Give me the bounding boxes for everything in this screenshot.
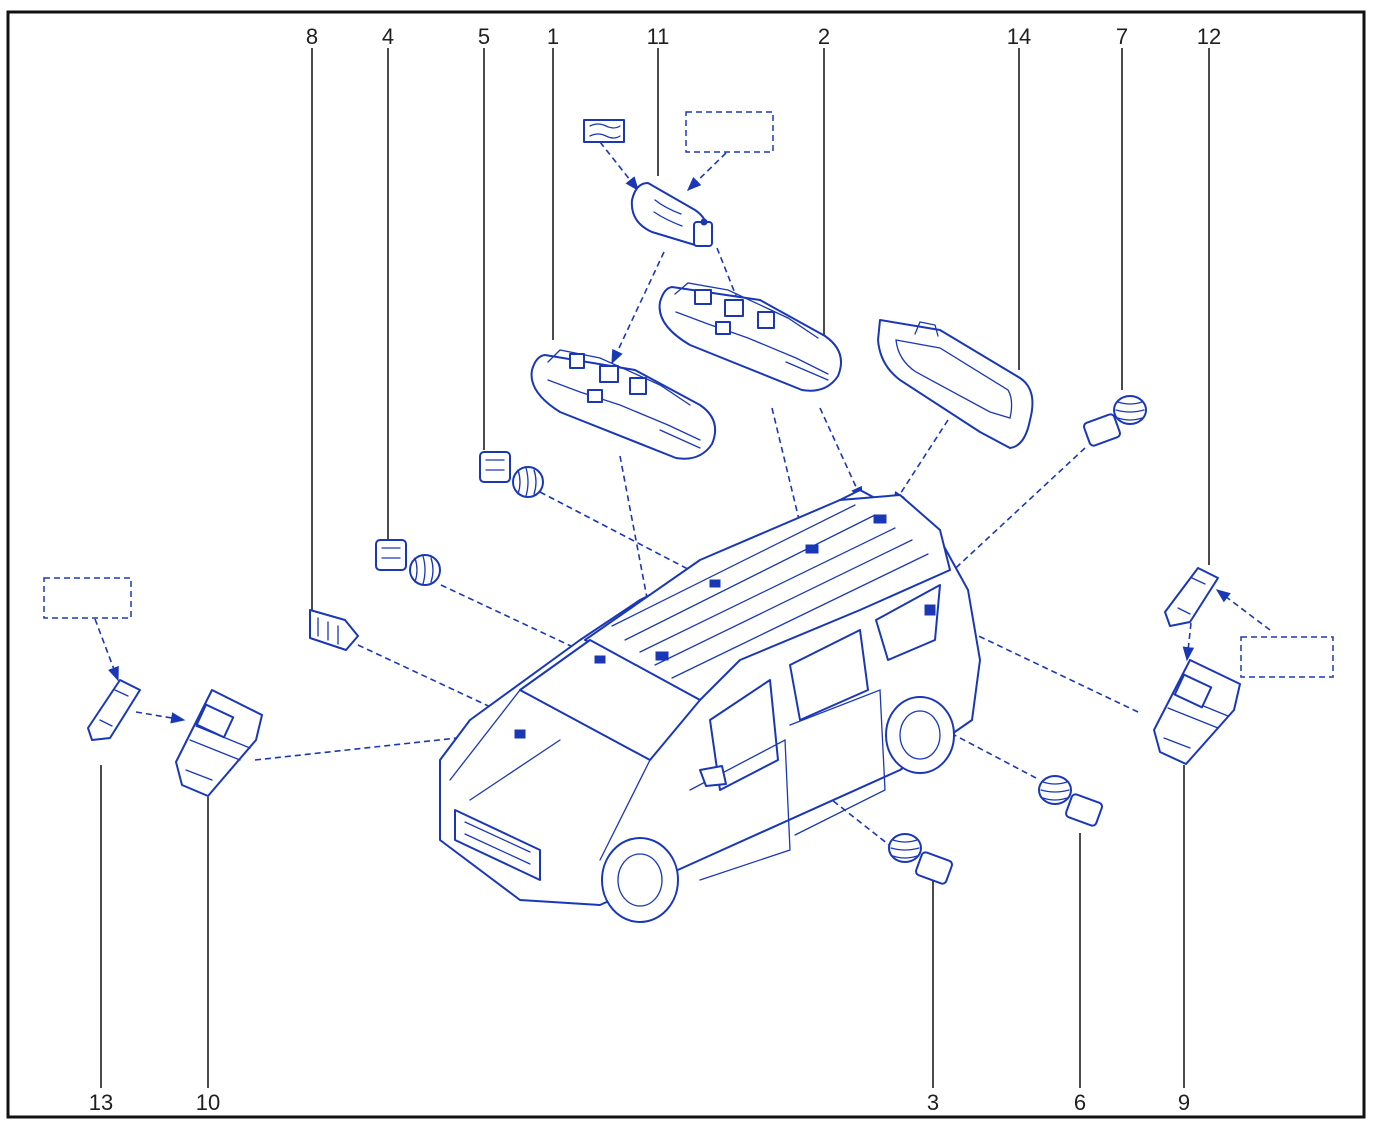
reference-box-bulb-12 xyxy=(1240,636,1334,678)
leader-lines xyxy=(100,48,1210,1088)
lamp-bezel-part-14 xyxy=(877,319,1034,449)
light-housing-part-9 xyxy=(1153,659,1241,765)
fitting-point-roof-mid xyxy=(805,544,819,554)
callout-label-5: 5 xyxy=(478,24,490,49)
bulb-socket-part-4 xyxy=(375,539,441,586)
fitting-point-roof-rear xyxy=(873,514,887,524)
callout-label-7: 7 xyxy=(1116,24,1128,49)
callout-label-6: 6 xyxy=(1074,1090,1086,1115)
callout-label-3: 3 xyxy=(927,1090,939,1115)
callout-label-10: 10 xyxy=(196,1090,220,1115)
vehicle-illustration xyxy=(439,489,981,923)
callout-label-11: 11 xyxy=(647,24,670,49)
door-switch-part-3 xyxy=(888,833,954,885)
festoon-bulb-part-12 xyxy=(1164,567,1219,627)
reference-box-bulb-11 xyxy=(685,111,774,153)
dome-lamp-part-2 xyxy=(658,282,842,392)
festoon-bulb-part-13 xyxy=(87,679,141,741)
light-housing-part-10 xyxy=(175,689,263,797)
connector-part-8 xyxy=(309,609,359,651)
callout-label-2: 2 xyxy=(818,24,830,49)
callout-label-12: 12 xyxy=(1197,24,1221,49)
reference-box-bulb-13 xyxy=(43,577,132,619)
dome-lamp-part-1 xyxy=(530,349,716,460)
callout-label-14: 14 xyxy=(1007,24,1031,49)
bulb-part-11 xyxy=(583,119,713,247)
fitting-point-dome xyxy=(655,651,669,661)
fitting-point-mirror xyxy=(514,729,526,739)
callout-label-4: 4 xyxy=(382,24,394,49)
callout-labels: 8 4 5 1 11 2 14 7 12 13 10 3 6 9 xyxy=(89,24,1221,1115)
drawing-frame xyxy=(6,10,1366,1119)
callout-label-1: 1 xyxy=(547,24,559,49)
callout-label-13: 13 xyxy=(89,1090,113,1115)
bulb-socket-part-5 xyxy=(479,451,544,498)
reference-boxes xyxy=(43,111,1334,678)
door-switch-part-6 xyxy=(1038,775,1104,827)
callout-label-9: 9 xyxy=(1178,1090,1190,1115)
fitting-point-windscreen xyxy=(594,655,606,664)
fitting-point-tailgate xyxy=(924,604,936,616)
fitting-point-roof-front xyxy=(709,579,721,588)
callout-label-8: 8 xyxy=(306,24,318,49)
bulb-socket-part-7 xyxy=(1082,395,1147,447)
